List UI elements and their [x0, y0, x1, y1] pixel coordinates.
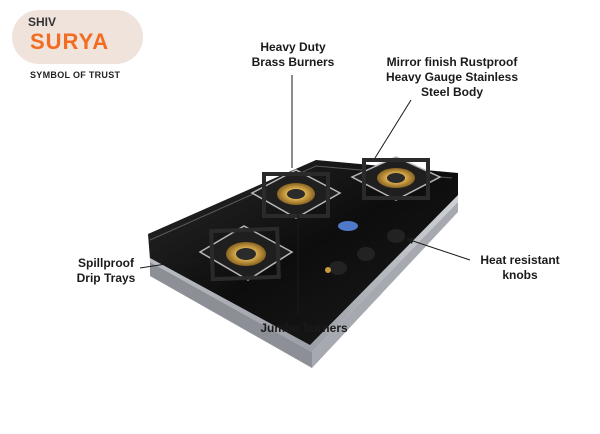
callout-jumbo-burners: Jumbo burners	[244, 321, 364, 336]
pan-support-right	[362, 158, 430, 200]
callout-steel-body: Mirror finish Rustproof Heavy Gauge Stai…	[372, 55, 532, 100]
burner-left	[198, 225, 294, 282]
brand-tagline: SYMBOL OF TRUST	[30, 70, 121, 80]
callout-jumbo-line1: Jumbo burners	[260, 321, 348, 335]
callout-drip-line1: Spillproof	[78, 256, 134, 270]
knob-2	[357, 247, 375, 261]
brand-name-line1: SHIV	[28, 15, 57, 29]
callout-burners-line2: Brass Burners	[251, 55, 335, 69]
brand-name-line2: SURYA	[30, 29, 110, 54]
leader-body	[374, 99, 412, 159]
leader-knobs	[409, 239, 471, 261]
control-knobs	[325, 229, 405, 275]
callout-burners-line1: Heavy Duty	[260, 40, 326, 54]
knob-1	[329, 261, 347, 275]
callout-brass-burners: Heavy Duty Brass Burners	[238, 40, 348, 70]
knob-3	[387, 229, 405, 243]
callout-body-line1: Mirror finish Rustproof	[386, 55, 518, 69]
callout-drip-trays: Spillproof Drip Trays	[66, 256, 146, 286]
callout-knobs-line2: knobs	[502, 268, 538, 282]
ignition-dot	[325, 267, 331, 273]
pan-support-middle	[262, 172, 330, 218]
callout-heat-resistant-knobs: Heat resistant knobs	[464, 253, 576, 283]
stove-front-edge	[150, 262, 312, 368]
callout-knobs-line1: Heat resistant	[480, 253, 560, 267]
callout-body-line3: Steel Body	[420, 85, 483, 99]
leader-lines	[139, 75, 471, 315]
brand-plate	[338, 221, 358, 231]
callout-body-line2: Heavy Gauge Stainless	[385, 70, 519, 84]
burner-right	[350, 156, 442, 201]
burner-middle	[250, 169, 342, 219]
pan-support-left	[209, 226, 281, 282]
callout-drip-line2: Drip Trays	[76, 271, 136, 285]
logo-badge	[12, 10, 143, 64]
leader-drip	[139, 257, 206, 269]
